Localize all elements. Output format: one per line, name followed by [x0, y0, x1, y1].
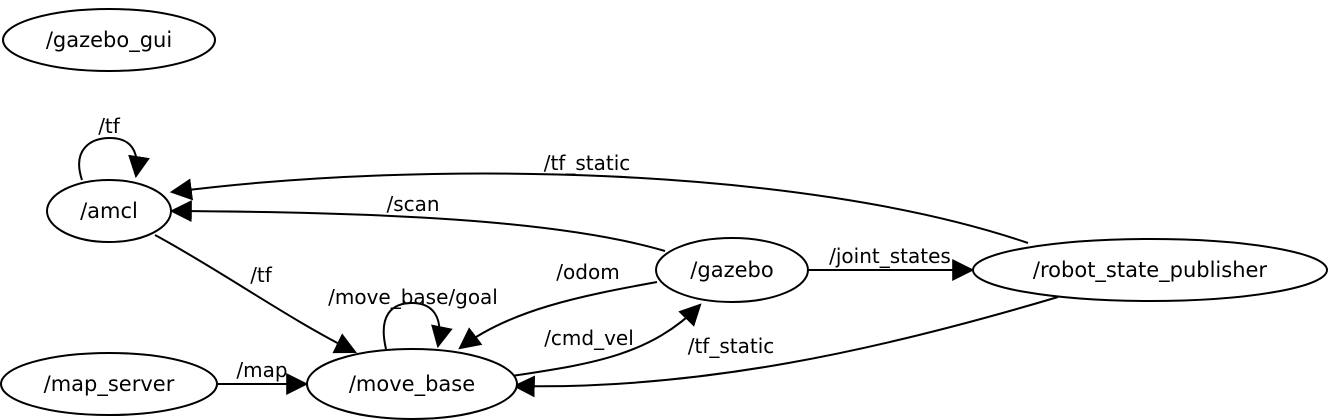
node-robot-state-publisher[interactable]: /robot_state_publisher [972, 238, 1328, 302]
edge-rsp-amcl-tf-static[interactable] [169, 172, 1029, 244]
edge-label-amcl-movebase-tf: /tf [250, 263, 273, 287]
edge-label-movebase-gazebo-cmd-vel: /cmd_vel [544, 326, 634, 350]
edge-label-mapserver-movebase-map: /map [236, 358, 287, 382]
node-label: /map_server [44, 372, 175, 397]
node-label: /gazebo_gui [46, 28, 172, 53]
edge-movebase-gazebo-cmd-vel[interactable] [511, 303, 702, 377]
node-amcl[interactable]: /amcl [46, 179, 172, 243]
node-label: /robot_state_publisher [1033, 258, 1268, 283]
node-move-base[interactable]: /move_base [306, 348, 518, 420]
edge-label-gazebo-amcl-scan: /scan [386, 192, 439, 216]
nodes: /gazebo_gui /amcl /gazebo /robot_state_p… [0, 8, 1328, 420]
node-gazebo-gui[interactable]: /gazebo_gui [2, 8, 216, 72]
edge-gazebo-amcl-scan[interactable] [169, 200, 666, 252]
edge-label-amcl-tf-self: /tf [98, 114, 121, 138]
edges [78, 136, 1059, 398]
edge-amcl-tf-self[interactable] [78, 136, 150, 181]
node-label: /amcl [80, 199, 138, 223]
node-gazebo[interactable]: /gazebo [655, 237, 809, 303]
edge-label-rsp-amcl-tf-static: /tf_static [544, 151, 631, 175]
node-map-server[interactable]: /map_server [0, 352, 218, 416]
edge-gazebo-movebase-odom[interactable] [458, 281, 658, 350]
edge-movebase-goal-self[interactable] [382, 301, 453, 350]
edge-label-gazebo-movebase-odom: /odom [556, 260, 619, 284]
edge-labels: /tf /tf_static /scan /tf /odom /joint_st… [98, 114, 951, 382]
node-label: /move_base [349, 372, 475, 397]
edge-rsp-movebase-tf-static[interactable] [512, 296, 1059, 398]
edge-label-rsp-movebase-tf-static: /tf_static [688, 334, 775, 358]
edge-label-gazebo-rsp-joint-states: /joint_states [829, 244, 951, 268]
edge-label-movebase-goal-self: /move_base/goal [328, 285, 498, 309]
edge-amcl-movebase-tf[interactable] [154, 234, 357, 354]
node-label: /gazebo [690, 258, 773, 282]
